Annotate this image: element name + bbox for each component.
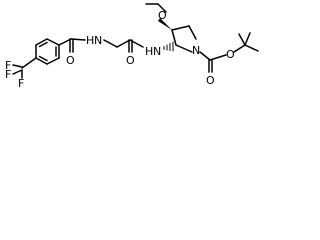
atom-o4: O xyxy=(158,9,167,22)
atom-n3: N xyxy=(192,44,200,57)
bond-o5-ctbu xyxy=(233,44,246,53)
atom-h2: H xyxy=(145,45,153,58)
bond-cf3-ring xyxy=(21,57,37,69)
bond-tbu-me-3 xyxy=(238,33,246,46)
bond-tbu-me-1 xyxy=(244,44,259,52)
bond-pyr-2 xyxy=(171,25,190,31)
atom-n1: N xyxy=(94,34,102,47)
bond-carbonyl-n1 xyxy=(70,38,86,41)
bond-ch2-carbonyl xyxy=(116,39,131,48)
bond-cf-2 xyxy=(12,69,23,75)
atom-o2: O xyxy=(126,54,135,67)
atom-o5: O xyxy=(226,48,235,61)
bond-pyr-4 xyxy=(175,44,193,53)
atom-h1: H xyxy=(86,34,94,47)
bond-ring-5 xyxy=(46,57,60,65)
chemical-structure: F F F O N H O H N O N O O xyxy=(5,3,259,90)
bond-carbonyl-n2 xyxy=(129,39,144,48)
bond-ring-inner-1 xyxy=(38,41,48,48)
bond-ring-carbonyl xyxy=(58,38,72,46)
atom-f3: F xyxy=(18,77,24,90)
bond-ring-2 xyxy=(35,38,48,46)
bonds xyxy=(12,3,259,79)
bond-tbu-me-2 xyxy=(244,32,251,46)
atom-f1: F xyxy=(5,59,11,72)
bond-ring-3 xyxy=(46,38,60,46)
bond-n3-carbonyl xyxy=(199,51,211,61)
bond-ring-6 xyxy=(35,57,48,65)
bond-n1-ch2 xyxy=(103,39,118,48)
atom-labels: F F F O N H O H N O N O O xyxy=(5,9,235,90)
atom-f2: F xyxy=(5,68,11,81)
bond-pyr-1 xyxy=(171,29,177,46)
wedge-bond xyxy=(158,18,172,30)
hashed-bond xyxy=(163,41,174,52)
bond-carbonyl-o5 xyxy=(209,54,227,61)
atom-o1: O xyxy=(66,54,75,67)
bond-ring-inner-3 xyxy=(38,55,48,62)
bond-pyr-3 xyxy=(188,25,197,40)
bond-cf-1 xyxy=(12,64,23,68)
atom-n2: N xyxy=(153,45,161,58)
bond-o4-ch2 xyxy=(157,3,167,13)
atom-o3: O xyxy=(206,74,215,87)
